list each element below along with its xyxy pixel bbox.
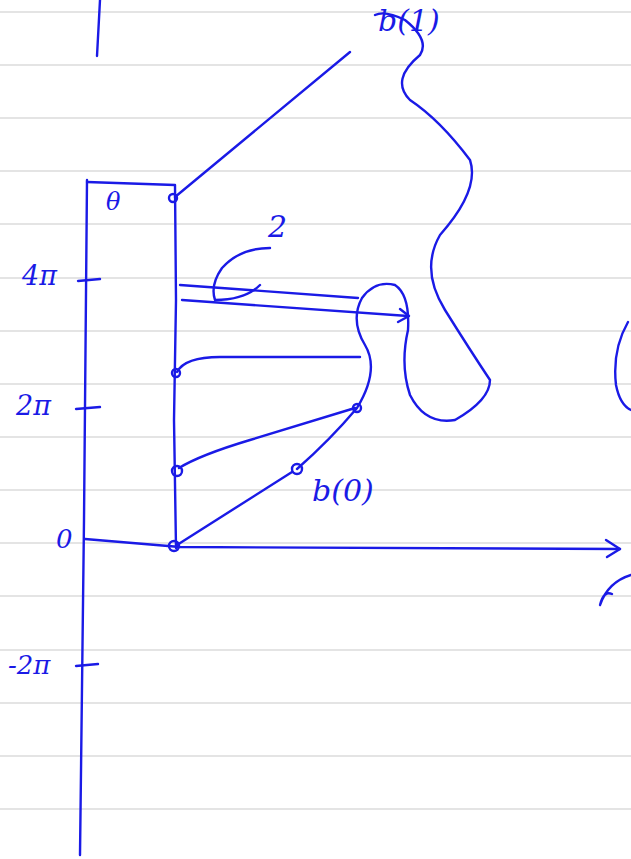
handwritten-label: -2π	[8, 652, 50, 678]
lift-line	[180, 285, 358, 298]
handwritten-label: 2π	[16, 392, 51, 419]
path-curve	[297, 13, 490, 469]
handwritten-label: 2	[268, 212, 287, 242]
axis-arrowhead	[606, 540, 620, 557]
edge-fragment	[600, 575, 631, 605]
horizontal-axis	[85, 539, 620, 549]
strip	[87, 182, 176, 548]
notebook-rules	[0, 12, 631, 809]
lift-line	[182, 300, 408, 316]
stray-stroke	[97, 0, 100, 56]
lift-line	[177, 357, 360, 372]
handwritten-label: 0	[56, 526, 73, 552]
lift-line	[175, 52, 350, 197]
tick	[78, 279, 100, 281]
loop-mark	[214, 248, 270, 300]
handwritten-label: b(1)	[378, 6, 440, 36]
edge-fragment	[615, 322, 631, 410]
lift-line	[177, 472, 292, 545]
handwritten-label: θ	[106, 190, 120, 214]
tick	[76, 664, 98, 666]
ink	[76, 0, 631, 855]
handwritten-label: 4π	[22, 262, 57, 289]
handwritten-label: b(0)	[312, 476, 374, 506]
tick	[76, 407, 100, 409]
